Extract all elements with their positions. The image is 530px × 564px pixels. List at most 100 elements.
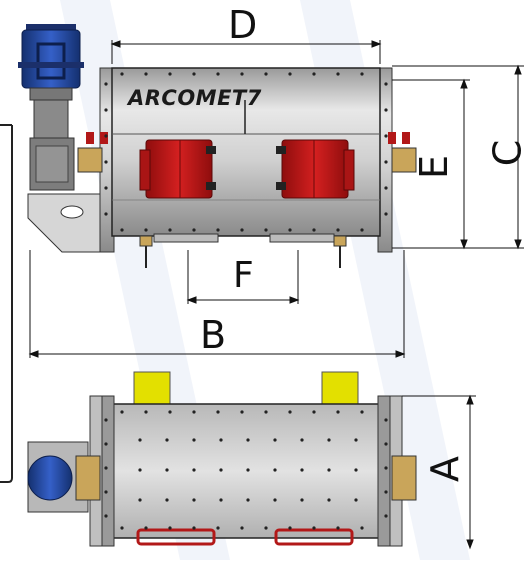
bolt-dot: [144, 72, 148, 76]
bolt-dot: [219, 498, 223, 502]
bolt-dot: [120, 410, 124, 414]
bolt-dot: [384, 108, 388, 112]
bolt-dot: [288, 72, 292, 76]
bolt-dot: [104, 466, 108, 470]
bearing-left: [77, 147, 103, 173]
bolt-dot: [168, 72, 172, 76]
bolt-dot: [384, 442, 388, 446]
bolt-dot: [138, 468, 142, 472]
side-elevation: [18, 24, 417, 268]
dimension-label-d: D: [228, 3, 258, 47]
bolt-dot: [219, 438, 223, 442]
bolt-dot: [273, 438, 277, 442]
door-left: [139, 139, 216, 199]
bolt-dot: [264, 526, 268, 530]
dimension-label-f: F: [233, 255, 254, 296]
bolt-dot: [288, 410, 292, 414]
bolt-dot: [104, 418, 108, 422]
bolt-dot: [384, 514, 388, 518]
bolt-dot: [360, 410, 364, 414]
bolt-dot: [384, 418, 388, 422]
bolt-dot: [273, 498, 277, 502]
bolt-dot: [360, 526, 364, 530]
bolt-dot: [104, 490, 108, 494]
bolt-dot: [192, 228, 196, 232]
dimension-label-b: B: [200, 313, 227, 357]
dimension-label-c: C: [485, 139, 530, 167]
discharge-right: [269, 233, 335, 243]
gearbox-upper: [33, 99, 69, 139]
bolt-dot: [312, 526, 316, 530]
bolt-dot: [327, 468, 331, 472]
dimension-lines: [28, 40, 524, 550]
bolt-dot: [354, 498, 358, 502]
bolt-dot: [360, 72, 364, 76]
handle-right: [274, 528, 354, 546]
bolt-dot: [300, 498, 304, 502]
bolt-dot: [104, 442, 108, 446]
bolt-dot: [300, 438, 304, 442]
bolt-dot: [312, 228, 316, 232]
bolt-dot: [384, 466, 388, 470]
bolt-dot: [336, 72, 340, 76]
bolt-dot: [240, 72, 244, 76]
handle-left: [136, 528, 216, 546]
brand-logo: ARCOMET7: [128, 86, 262, 110]
bolt-dot: [240, 228, 244, 232]
bolt-dot: [360, 228, 364, 232]
bolt-dot: [240, 410, 244, 414]
bolt-dot: [216, 410, 220, 414]
bolt-dot: [168, 526, 172, 530]
bolt-dot: [138, 438, 142, 442]
bolt-dot: [120, 228, 124, 232]
bolt-dot: [168, 228, 172, 232]
bolt-dot: [104, 160, 108, 164]
bolt-dot: [168, 410, 172, 414]
motor-fan-cap: [26, 24, 76, 34]
bolt-dot: [104, 82, 108, 86]
bolt-dot: [192, 410, 196, 414]
bolt-dot: [246, 468, 250, 472]
bolt-dot: [192, 438, 196, 442]
plan-drum: [111, 403, 381, 539]
motor-flange: [29, 87, 73, 101]
bolt-dot: [246, 438, 250, 442]
discharge-left: [153, 233, 219, 243]
plan-view: [27, 371, 417, 547]
motor-bracket: [27, 193, 101, 253]
bolt-dot: [192, 468, 196, 472]
bolt-dot: [384, 186, 388, 190]
bolt-dot: [273, 468, 277, 472]
bolt-dot: [144, 526, 148, 530]
bolt-dot: [104, 514, 108, 518]
bracket-slot: [60, 205, 84, 219]
bolt-dot: [246, 498, 250, 502]
bolt-dot: [288, 526, 292, 530]
bolt-dot: [312, 410, 316, 414]
bolt-dot: [104, 186, 108, 190]
bolt-dot: [327, 498, 331, 502]
bolt-dot: [336, 526, 340, 530]
bolt-dot: [165, 498, 169, 502]
bolt-dot: [354, 468, 358, 472]
side-panel-frame: [0, 124, 13, 483]
bolt-dot: [300, 468, 304, 472]
bolt-dot: [336, 410, 340, 414]
bolt-dot: [219, 468, 223, 472]
bolt-dot: [192, 526, 196, 530]
bolt-dot: [312, 72, 316, 76]
bolt-dot: [354, 438, 358, 442]
dimension-label-a: A: [423, 456, 467, 482]
pad-left: [133, 371, 171, 407]
bolt-dot: [120, 72, 124, 76]
bolt-dot: [384, 212, 388, 216]
dimension-label-e: E: [412, 154, 457, 180]
bolt-dot: [104, 134, 108, 138]
bolt-dot: [192, 498, 196, 502]
bolt-pattern: [104, 72, 388, 530]
bolt-dot: [104, 212, 108, 216]
bolt-dot: [264, 72, 268, 76]
bolt-dot: [165, 468, 169, 472]
